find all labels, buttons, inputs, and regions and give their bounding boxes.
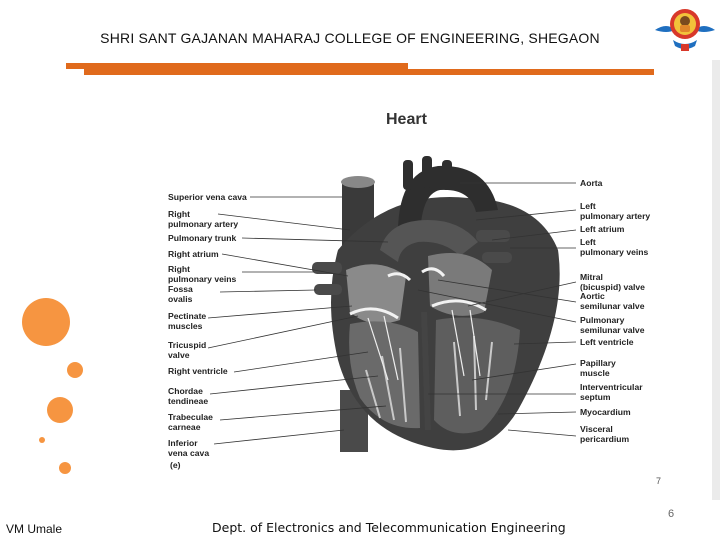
right-label-line: Left atrium — [580, 224, 625, 234]
right-label: Aorta — [580, 178, 603, 188]
diagram-title: Heart — [386, 111, 428, 128]
heart-illustration — [312, 156, 560, 452]
right-label-line: Left — [580, 237, 596, 247]
left-label-line: ovalis — [168, 294, 193, 304]
right-label-line: (bicuspid) valve — [580, 282, 645, 292]
college-logo — [655, 9, 715, 51]
heart-diagram: Heart — [168, 111, 661, 486]
right-label-line: pulmonary veins — [580, 247, 649, 257]
right-label-line: septum — [580, 392, 611, 402]
right-label-line: Left — [580, 201, 596, 211]
left-label-line: Tricuspid — [168, 340, 206, 350]
decor-circle — [22, 298, 70, 346]
figure-tag: (e) — [170, 460, 181, 470]
left-label-line: Superior vena cava — [168, 192, 247, 202]
right-leader-lines — [417, 182, 577, 437]
decor-circle — [67, 362, 83, 378]
left-label-line: Pulmonary trunk — [168, 233, 237, 243]
right-label-line: Papillary — [580, 358, 616, 368]
left-label-line: pulmonary artery — [168, 219, 238, 229]
right-label-line: Pulmonary — [580, 315, 625, 325]
right-label-line: Aorta — [580, 178, 603, 188]
college-title: SHRI SANT GAJANAN MAHARAJ COLLEGE OF ENG… — [100, 30, 600, 46]
left-label-line: Inferior — [168, 438, 198, 448]
department-name: Dept. of Electronics and Telecommunicati… — [212, 520, 566, 535]
right-label-line: Myocardium — [580, 407, 631, 417]
decor-circle — [39, 437, 45, 443]
left-label-line: Right ventricle — [168, 366, 228, 376]
header-rule — [84, 69, 654, 75]
slide-edge-shade — [712, 60, 720, 500]
left-label-line: carneae — [168, 422, 201, 432]
left-label: Right atrium — [168, 249, 219, 259]
left-leader-lines — [207, 196, 389, 445]
page-number: 6 — [668, 508, 675, 520]
left-label-line: tendineae — [168, 396, 208, 406]
left-label-line: pulmonary veins — [168, 274, 237, 284]
decorative-circles — [22, 298, 83, 474]
right-label-line: pericardium — [580, 434, 630, 444]
left-label: Pulmonary trunk — [168, 233, 237, 243]
right-label-line: pulmonary artery — [580, 211, 650, 221]
left-label-line: valve — [168, 350, 190, 360]
left-label-line: Pectinate — [168, 311, 206, 321]
right-label: Left atrium — [580, 224, 625, 234]
decor-circle — [59, 462, 71, 474]
left-label-line: Right — [168, 264, 190, 274]
right-label-line: muscle — [580, 368, 610, 378]
author-name: VM Umale — [6, 522, 63, 536]
left-label-line: muscles — [168, 321, 203, 331]
header-rule — [66, 63, 408, 69]
right-label-line: semilunar valve — [580, 325, 645, 335]
left-label-line: Chordae — [168, 386, 203, 396]
right-label-line: semilunar valve — [580, 301, 645, 311]
decor-circle — [47, 397, 73, 423]
left-label-line: Right — [168, 209, 190, 219]
right-label: Left ventricle — [580, 337, 634, 347]
left-label: Right ventricle — [168, 366, 228, 376]
left-label-line: Trabeculae — [168, 412, 213, 422]
right-label-line: Aortic — [580, 291, 605, 301]
left-label-line: vena cava — [168, 448, 209, 458]
right-label-line: Left ventricle — [580, 337, 634, 347]
right-label-line: Visceral — [580, 424, 613, 434]
right-label: Mitral(bicuspid) valve — [580, 272, 645, 292]
right-label: Myocardium — [580, 407, 631, 417]
page-mark: 7 — [656, 476, 661, 486]
right-label-line: Interventricular — [580, 382, 643, 392]
right-label-line: Mitral — [580, 272, 603, 282]
left-label-line: Right atrium — [168, 249, 219, 259]
left-label-line: Fossa — [168, 284, 193, 294]
left-label: Superior vena cava — [168, 192, 247, 202]
